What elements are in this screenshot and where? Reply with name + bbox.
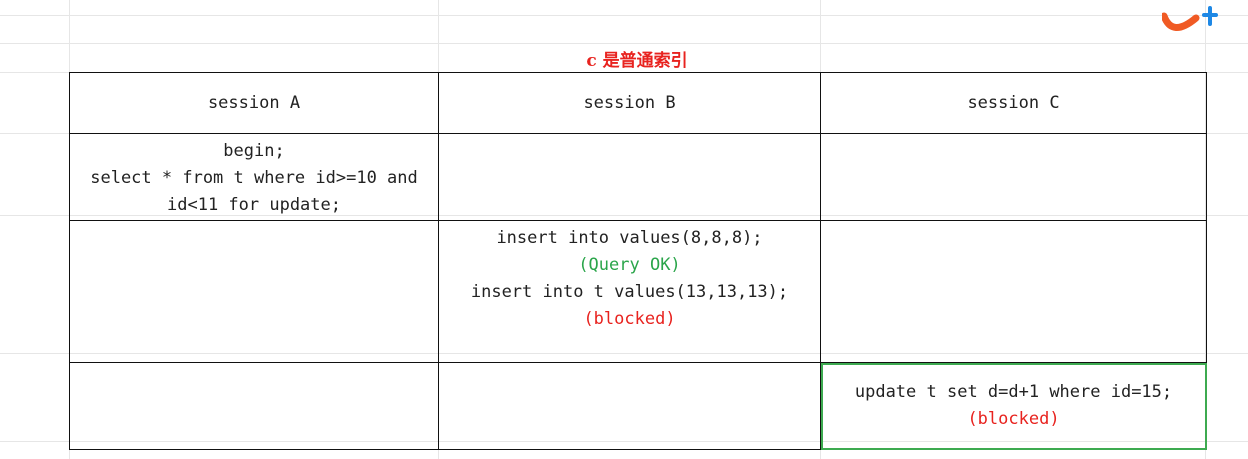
- sql-line: begin;: [223, 141, 285, 161]
- status-blocked: (blocked): [967, 409, 1060, 429]
- cell-b1[interactable]: [438, 133, 821, 221]
- sheet-gridline: [0, 43, 1248, 44]
- header-session-b[interactable]: session B: [438, 72, 821, 134]
- cell-c2[interactable]: [820, 220, 1207, 363]
- table-row: update t set d=d+1 where id=15; (blocked…: [69, 362, 1207, 450]
- sql-line: insert into values(8,8,8);: [496, 228, 763, 248]
- cell-a2[interactable]: [69, 220, 439, 363]
- cell-c1[interactable]: [820, 133, 1207, 221]
- sheet-gridline: [0, 15, 1248, 16]
- header-session-c[interactable]: session C: [820, 72, 1207, 134]
- cell-a1[interactable]: begin; select * from t where id>=10 and …: [69, 133, 439, 221]
- table-row: begin; select * from t where id>=10 and …: [69, 133, 1207, 221]
- cell-c3-selected[interactable]: update t set d=d+1 where id=15; (blocked…: [820, 362, 1207, 450]
- table-row: insert into values(8,8,8); (Query OK) in…: [69, 220, 1207, 363]
- sql-line: insert into t values(13,13,13);: [470, 282, 789, 302]
- sql-line: id<11 for update;: [167, 195, 341, 215]
- app-logo-icon: [1160, 4, 1248, 34]
- session-table: session A session B session C begin; sel…: [69, 72, 1207, 450]
- sql-line: select * from t where id>=10 and: [90, 168, 418, 188]
- sql-line: update t set d=d+1 where id=15;: [854, 382, 1173, 402]
- status-ok: (Query OK): [578, 255, 681, 275]
- cell-a3[interactable]: [69, 362, 439, 450]
- sheet-title: c 是普通索引: [586, 51, 688, 71]
- cell-b2[interactable]: insert into values(8,8,8); (Query OK) in…: [438, 220, 821, 363]
- status-blocked: (blocked): [583, 309, 676, 329]
- header-row: session A session B session C: [69, 72, 1207, 134]
- cell-b3[interactable]: [438, 362, 821, 450]
- header-session-a[interactable]: session A: [69, 72, 439, 134]
